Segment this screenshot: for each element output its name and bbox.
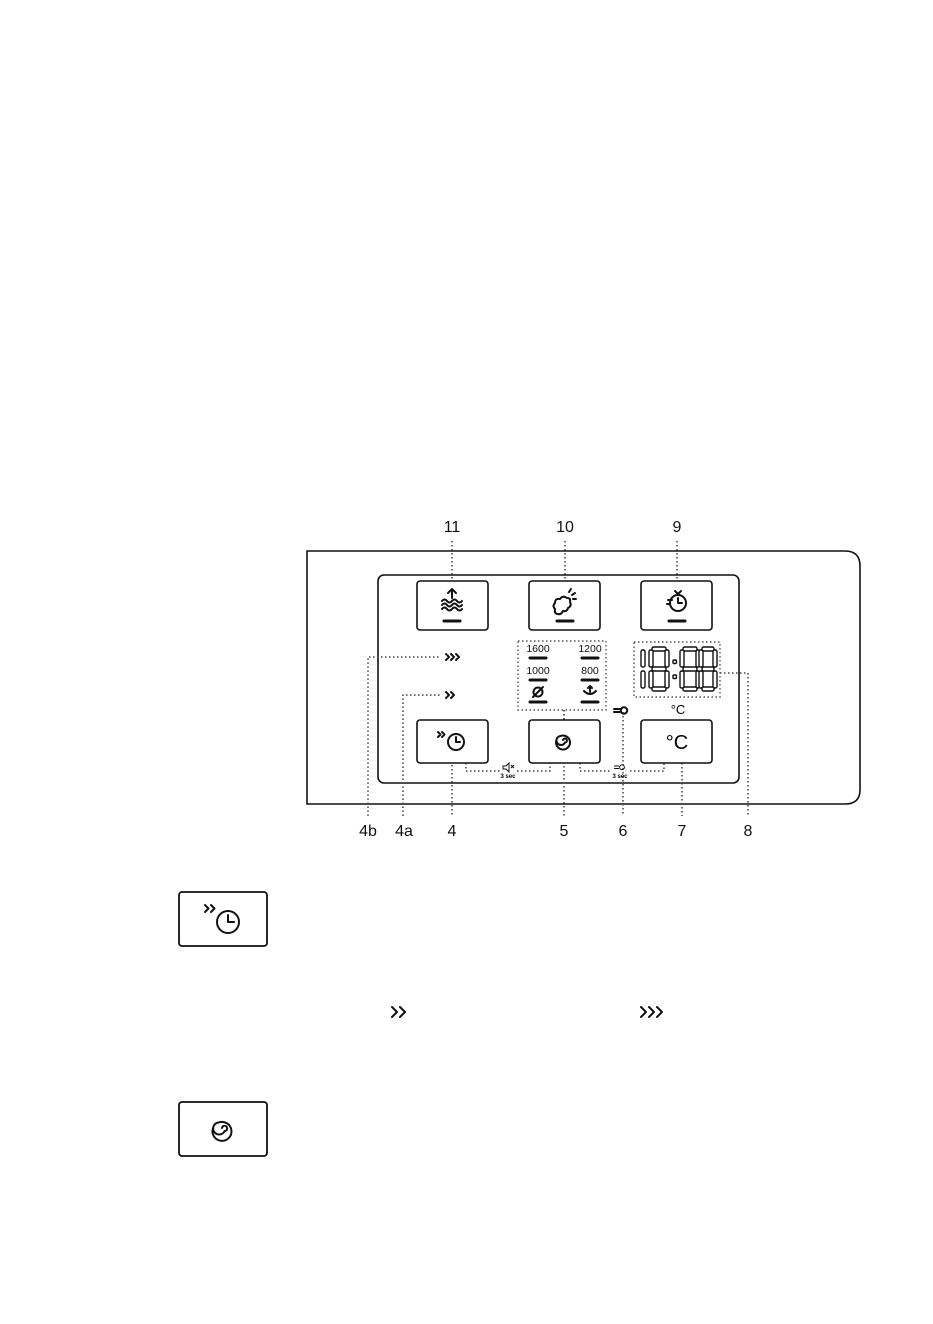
spin-1000-label: 1000 xyxy=(526,665,550,677)
spin-800-label: 800 xyxy=(581,665,599,677)
lock-hold-hint: 3 sec xyxy=(612,774,628,780)
callout-9: 9 xyxy=(673,519,682,536)
spin-button[interactable] xyxy=(529,720,600,763)
delay-start-key-illustration xyxy=(179,892,267,946)
lock-hint: 3 sec xyxy=(612,765,628,780)
double-chevron-icon xyxy=(392,1007,405,1017)
delay-start-button[interactable] xyxy=(417,720,488,763)
mute-hint: 3 sec xyxy=(500,763,516,780)
mute-hold-hint: 3 sec xyxy=(500,774,516,780)
spin-speed-panel: 1600 1200 1000 800 xyxy=(518,641,606,710)
temperature-button[interactable]: °C xyxy=(641,720,712,763)
callout-5: 5 xyxy=(560,823,569,840)
display-temp-symbol: °C xyxy=(671,702,686,717)
callout-8: 8 xyxy=(744,823,753,840)
spin-1600-label: 1600 xyxy=(526,643,550,655)
mute-icon xyxy=(503,763,514,772)
delay-indicator-4a xyxy=(446,692,454,698)
callout-11: 11 xyxy=(444,519,461,536)
time-saver-button[interactable] xyxy=(641,581,712,630)
callout-4a: 4a xyxy=(395,823,413,840)
callout-6: 6 xyxy=(619,823,628,840)
child-lock-indicator xyxy=(614,707,627,713)
triple-chevron-icon xyxy=(641,1007,662,1017)
rinse-plus-button[interactable] xyxy=(417,581,488,630)
delay-indicator-4b xyxy=(446,654,459,660)
rinse-hold-icon xyxy=(584,686,596,694)
callout-4b: 4b xyxy=(359,823,377,840)
digital-display xyxy=(634,642,720,697)
callout-10: 10 xyxy=(556,519,574,536)
spin-1200-label: 1200 xyxy=(578,643,602,655)
callout-7: 7 xyxy=(678,823,687,840)
no-spin-icon xyxy=(533,687,543,697)
steam-button[interactable] xyxy=(529,581,600,630)
callout-4: 4 xyxy=(448,823,457,840)
spin-key-illustration xyxy=(179,1102,267,1156)
temperature-button-label: °C xyxy=(666,732,688,754)
